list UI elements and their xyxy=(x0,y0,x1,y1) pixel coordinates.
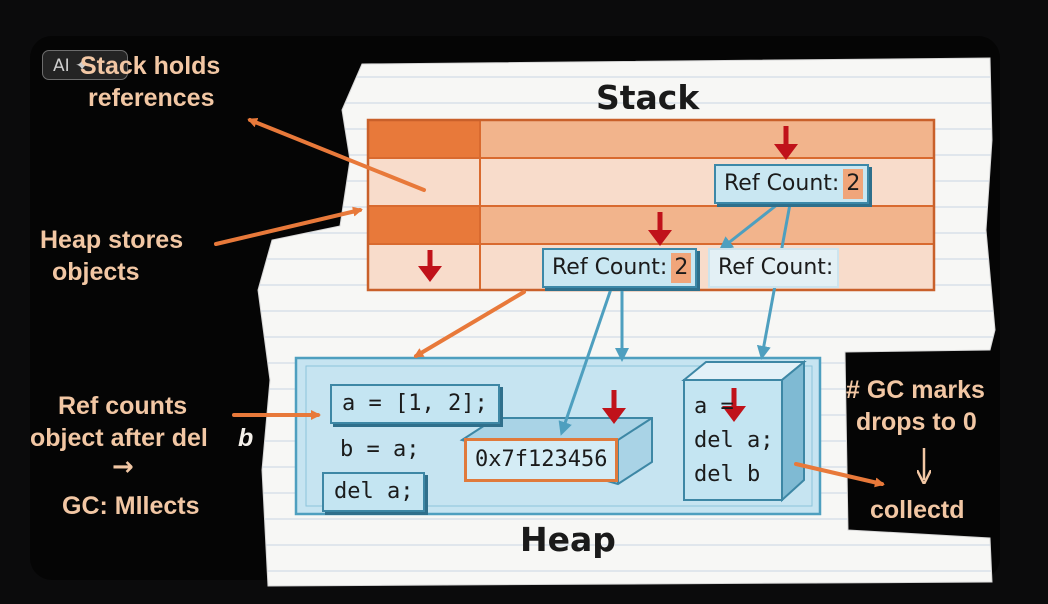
label-object-after-del: object after del xyxy=(30,424,208,452)
ref-count-box-3: Ref Count: xyxy=(708,248,840,288)
red-arrow-3 xyxy=(418,250,442,282)
label-del-var: b xyxy=(238,424,254,452)
ref-count-label: Ref Count: xyxy=(718,255,834,280)
ref-count-value: 2 xyxy=(671,253,692,283)
ref-count-label: Ref Count: xyxy=(552,255,668,280)
right-arrow-glyph: → xyxy=(112,452,134,482)
label-gc-marks: # GC marks xyxy=(846,376,985,404)
label-collected: collectd xyxy=(870,496,965,524)
label-references: references xyxy=(88,84,215,112)
ai-badge: AI ✦ xyxy=(42,50,128,80)
label-stack-holds: Stack holds xyxy=(80,52,221,80)
red-down-arrows xyxy=(418,126,798,424)
label-gc-collects: GC: Mllects xyxy=(62,492,200,520)
label-heap-stores: Heap stores xyxy=(40,226,184,254)
cube-line-3: del b xyxy=(694,462,761,487)
code-assign-box: a = [1, 2]; xyxy=(330,384,500,424)
cube-line-1: a = xyxy=(694,394,734,419)
address-box: 0x7f123456 xyxy=(464,438,619,482)
label-objects: objects xyxy=(52,258,140,286)
red-arrow-5 xyxy=(722,388,746,422)
code-b-assign: b = a; xyxy=(340,437,420,462)
ref-count-value: 2 xyxy=(843,169,864,199)
ref-count-box-2: Ref Count:2 xyxy=(542,248,698,288)
red-arrow-4 xyxy=(602,390,626,424)
label-ref-counts: Ref counts xyxy=(58,392,188,420)
ref-count-label: Ref Count: xyxy=(724,171,840,196)
stack-title: Stack xyxy=(596,78,700,117)
red-arrow-1 xyxy=(774,126,798,160)
red-arrow-2 xyxy=(648,212,672,246)
label-drops-to-0: drops to 0 xyxy=(856,408,977,436)
code-del-a-box: del a; xyxy=(322,472,426,512)
heap-title: Heap xyxy=(520,520,616,559)
ref-count-box-1: Ref Count:2 xyxy=(714,164,870,204)
pointer-arrows xyxy=(214,117,885,488)
cube-line-2: del a; xyxy=(694,428,774,453)
